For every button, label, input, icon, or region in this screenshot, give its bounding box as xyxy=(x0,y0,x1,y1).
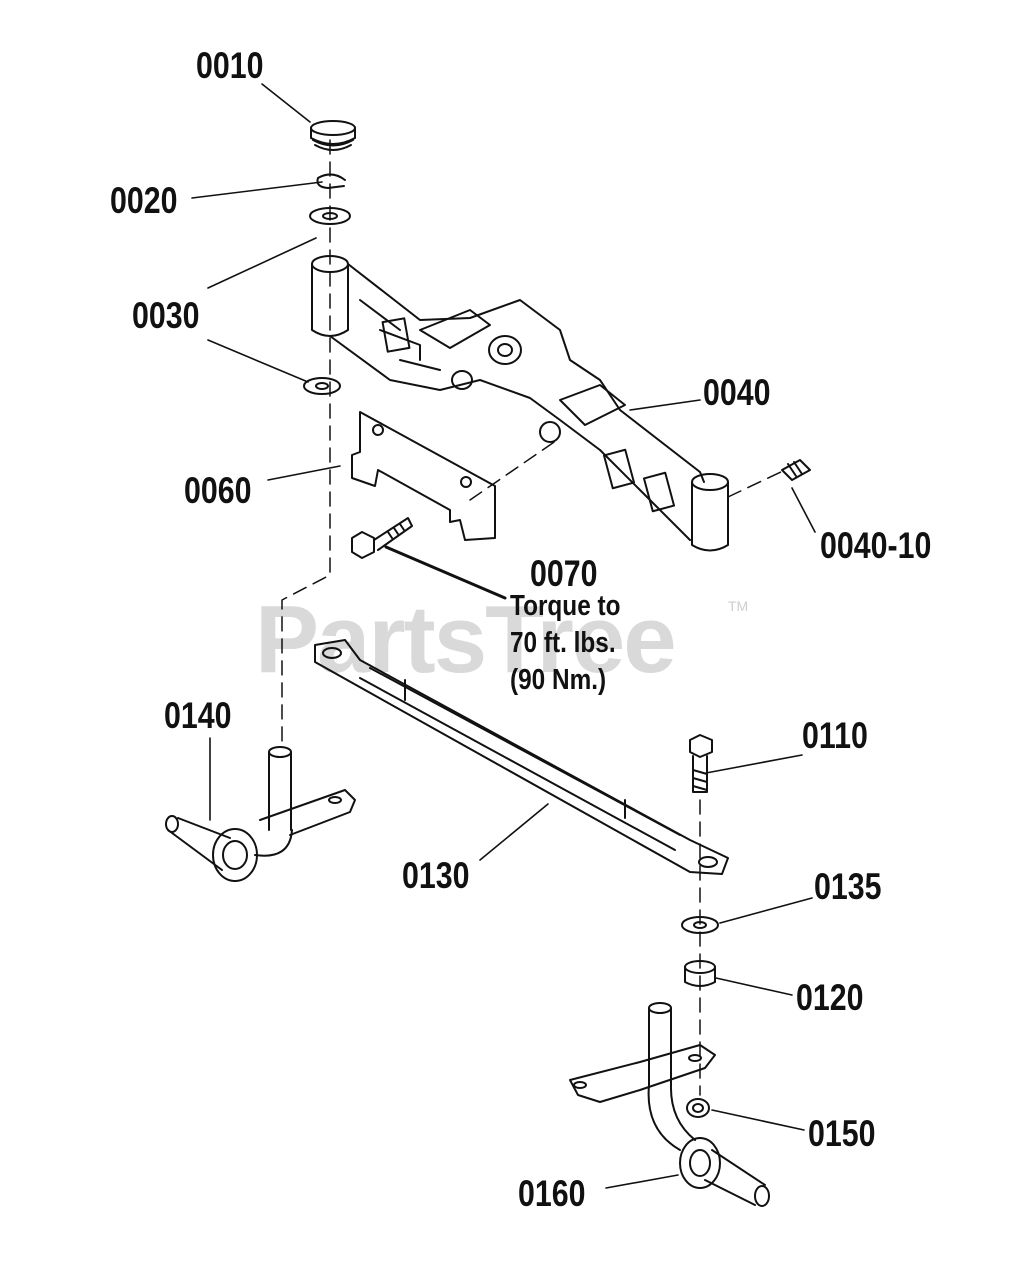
callout-0160: 0160 xyxy=(518,1173,586,1214)
torque-note-line2: 70 ft. lbs. xyxy=(510,627,616,659)
watermark-logo: PartsTree xyxy=(255,586,677,693)
callout-0040-10: 0040-10 xyxy=(820,525,932,566)
torque-note-line3: (90 Nm.) xyxy=(510,664,607,696)
axle-part xyxy=(311,255,729,552)
callout-0040: 0040 xyxy=(703,372,771,413)
callout-0120: 0120 xyxy=(796,977,864,1018)
callout-0070: 0070 xyxy=(530,553,598,594)
callout-0135: 0135 xyxy=(814,866,882,907)
washer-parts xyxy=(303,207,351,395)
grease-fitting-part xyxy=(781,459,811,481)
tie-rod-part xyxy=(314,639,729,875)
bushing-part xyxy=(684,960,716,987)
leader-lines xyxy=(191,83,816,1189)
bolt-0110-part xyxy=(689,734,713,793)
spindle-left-part xyxy=(165,746,356,882)
cap-part xyxy=(310,120,356,151)
callout-0010: 0010 xyxy=(196,45,264,86)
callout-0130: 0130 xyxy=(402,855,470,896)
torque-note-line1: Torque to xyxy=(510,590,621,622)
spindle-right-part xyxy=(569,1002,770,1207)
callout-0140: 0140 xyxy=(164,695,232,736)
callout-0150: 0150 xyxy=(808,1113,876,1154)
callout-0060: 0060 xyxy=(184,470,252,511)
callout-0110: 0110 xyxy=(802,715,868,756)
washer-0135-part xyxy=(681,916,719,934)
torque-note: Torque to 70 ft. lbs. (90 Nm.) xyxy=(510,588,621,699)
callout-0030: 0030 xyxy=(132,295,200,336)
watermark-trademark: TM xyxy=(728,598,749,614)
clip-part xyxy=(316,173,346,189)
bracket-part xyxy=(351,411,496,541)
callout-0020: 0020 xyxy=(110,180,178,221)
bolt-part xyxy=(351,517,413,559)
